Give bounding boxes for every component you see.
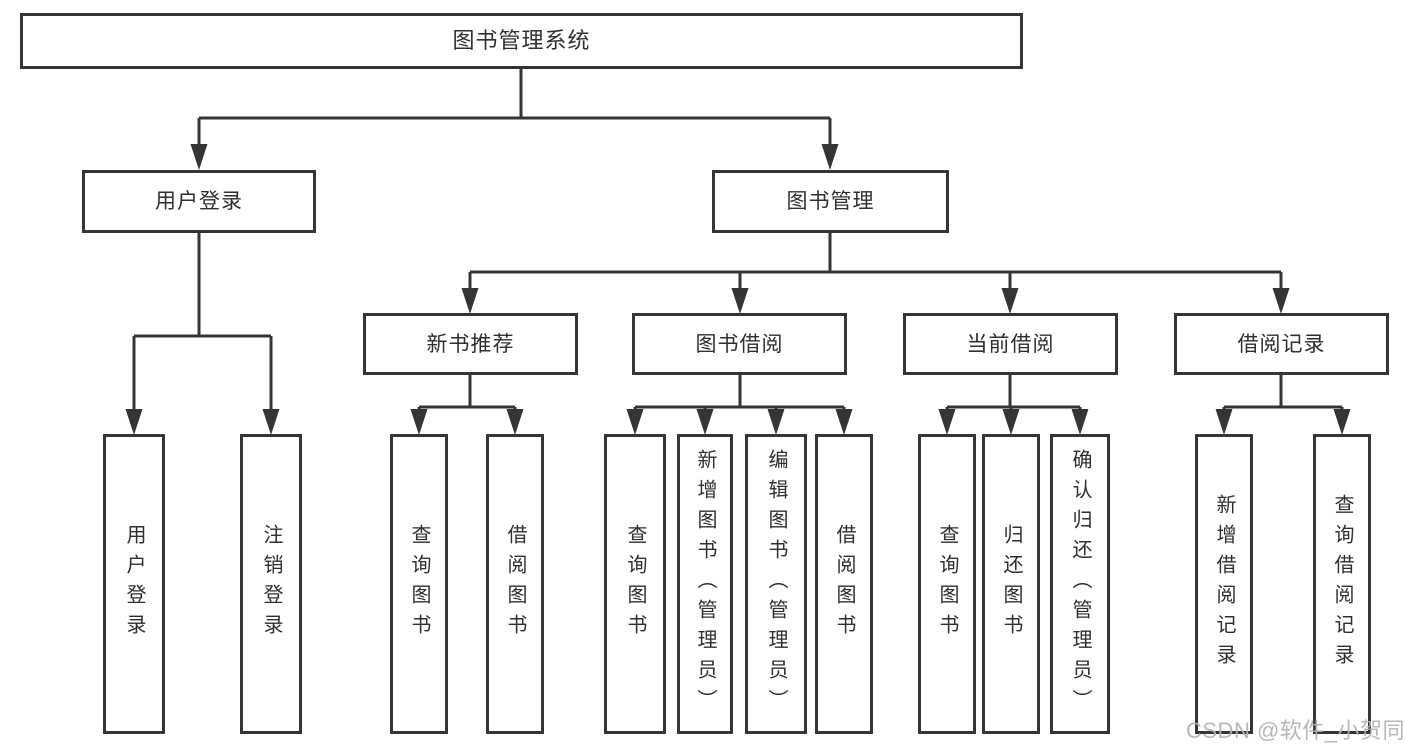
leaf-add-book-admin: 新增图书（管理员） [677, 434, 733, 734]
leaf-user-login-label: 用户登录 [123, 524, 145, 644]
node-current-borrow: 当前借阅 [903, 313, 1118, 375]
leaf-user-login: 用户登录 [103, 434, 165, 734]
node-borrow-records: 借阅记录 [1174, 313, 1389, 375]
leaf-borrow-books-1-label: 借阅图书 [504, 524, 526, 644]
leaf-borrow-books-1: 借阅图书 [486, 434, 544, 734]
leaf-logout: 注销登录 [240, 434, 302, 734]
leaf-query-books-1-label: 查询图书 [408, 524, 430, 644]
leaf-edit-book-admin-label: 编辑图书（管理员） [765, 449, 787, 719]
leaf-query-books-1: 查询图书 [390, 434, 448, 734]
leaf-confirm-return-admin: 确认归还（管理员） [1050, 434, 1110, 734]
leaf-return-book-label: 归还图书 [1000, 524, 1022, 644]
leaf-add-book-admin-label: 新增图书（管理员） [694, 449, 716, 719]
leaf-query-books-3: 查询图书 [918, 434, 976, 734]
leaf-edit-book-admin: 编辑图书（管理员） [745, 434, 807, 734]
node-root: 图书管理系统 [20, 13, 1023, 69]
leaf-borrow-books-2-label: 借阅图书 [833, 524, 855, 644]
node-new-book-recommend: 新书推荐 [363, 313, 578, 375]
node-book-borrow: 图书借阅 [632, 313, 847, 375]
leaf-query-books-2: 查询图书 [604, 434, 666, 734]
leaf-add-borrow-record: 新增借阅记录 [1195, 434, 1253, 734]
node-user-login: 用户登录 [82, 170, 316, 233]
leaf-return-book: 归还图书 [982, 434, 1040, 734]
watermark-text: CSDN @软件_小贺同学 [1186, 718, 1405, 743]
leaf-add-borrow-record-label: 新增借阅记录 [1213, 494, 1235, 674]
leaf-logout-label: 注销登录 [260, 524, 282, 644]
leaf-borrow-books-2: 借阅图书 [815, 434, 873, 734]
leaf-query-borrow-record: 查询借阅记录 [1313, 434, 1371, 734]
node-book-management: 图书管理 [712, 170, 949, 233]
leaf-query-borrow-record-label: 查询借阅记录 [1331, 494, 1353, 674]
leaf-query-books-3-label: 查询图书 [936, 524, 958, 644]
leaf-confirm-return-admin-label: 确认归还（管理员） [1069, 449, 1091, 719]
leaf-query-books-2-label: 查询图书 [624, 524, 646, 644]
